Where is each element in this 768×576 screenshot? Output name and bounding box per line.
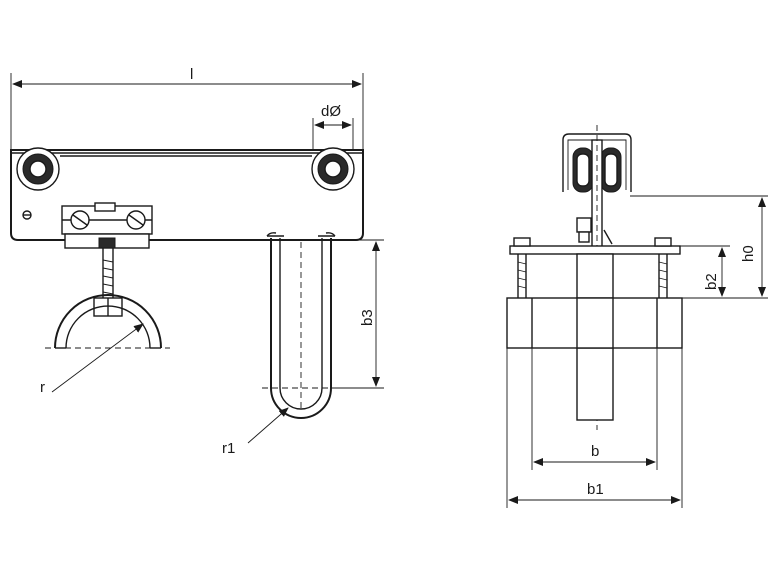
roller-right bbox=[311, 147, 355, 191]
leader-r1 bbox=[247, 407, 289, 444]
nut-left bbox=[513, 237, 531, 247]
label-b1: b1 bbox=[587, 481, 604, 498]
label-l: l bbox=[190, 66, 193, 83]
label-b: b bbox=[591, 443, 599, 460]
nut-right bbox=[654, 237, 672, 247]
mast-bolt bbox=[576, 217, 613, 245]
front-view: h0 b2 b b1 bbox=[506, 125, 768, 508]
label-h0: h0 bbox=[740, 245, 757, 262]
screw-marker bbox=[22, 210, 32, 220]
roller-left bbox=[16, 147, 60, 191]
label-r: r bbox=[40, 379, 45, 396]
label-d: dØ bbox=[321, 103, 341, 120]
clamp-block bbox=[61, 202, 153, 249]
top-plate bbox=[509, 245, 681, 255]
hanger-bolt bbox=[93, 248, 123, 317]
label-r1: r1 bbox=[222, 440, 235, 457]
leader-r bbox=[51, 323, 144, 393]
cable-saddle bbox=[45, 294, 170, 349]
threaded-rods bbox=[517, 254, 668, 298]
u-bracket bbox=[262, 232, 340, 419]
label-b3: b3 bbox=[359, 309, 376, 326]
side-view: l dØ bbox=[10, 66, 384, 457]
label-b2: b2 bbox=[703, 273, 720, 290]
trolley-rollers bbox=[562, 125, 632, 430]
shaft-through-block bbox=[576, 297, 614, 349]
